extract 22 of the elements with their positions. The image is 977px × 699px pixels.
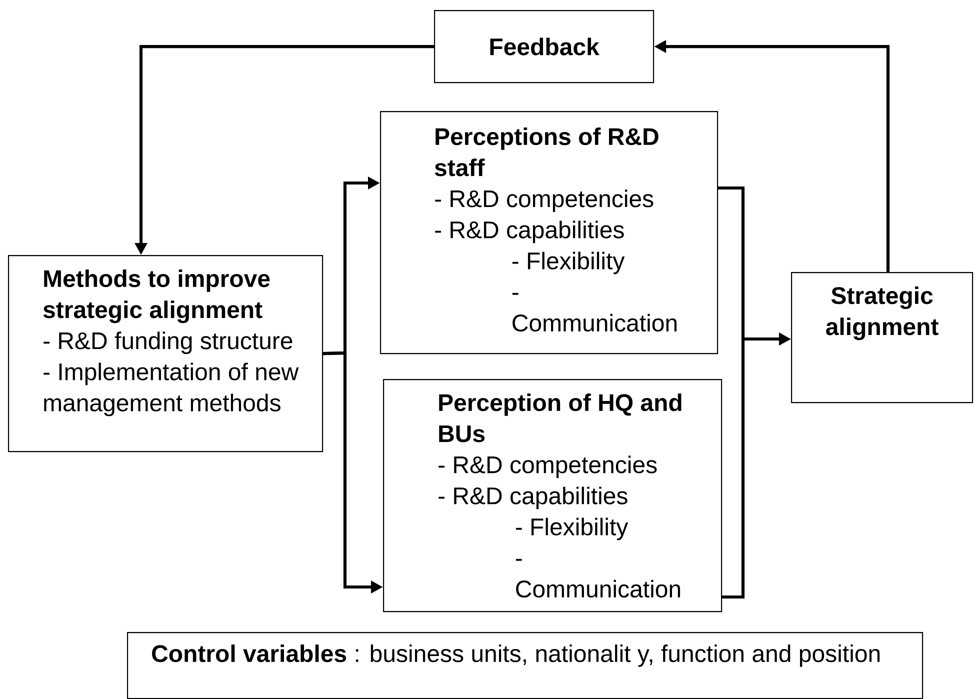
node-text: Control variables : business units, nationalit y, function and position	[152, 644, 880, 667]
node-text: - R&D capabilities	[435, 220, 624, 244]
node-text: - R&D competencies	[435, 190, 654, 212]
node-text: - Communication	[516, 558, 680, 598]
node-text: - R&D funding structure	[44, 332, 292, 354]
node-text: Feedback	[490, 38, 600, 56]
perception-box	[380, 111, 718, 354]
node-text: - Flexibility	[516, 518, 628, 540]
node-text: Perception of HQ and BUs	[439, 394, 682, 442]
control-variables-box	[127, 632, 924, 699]
node-text: - Implementation of new management methods	[44, 362, 299, 416]
node-text: - Flexibility	[512, 252, 625, 274]
node-text: - R&D capabilities	[438, 486, 628, 510]
node-text: Strategic alignment	[826, 286, 938, 340]
perception-box	[383, 379, 722, 612]
node-text: Methods to improve strategic alignment	[43, 270, 270, 324]
node-text: - R&D competencies	[438, 456, 657, 478]
feedback-box	[434, 10, 654, 84]
node-text: - Communication	[512, 292, 677, 332]
alignment-box	[791, 272, 974, 404]
node-text: Perceptions of R&D staff	[434, 128, 658, 176]
methods-box	[8, 255, 324, 452]
